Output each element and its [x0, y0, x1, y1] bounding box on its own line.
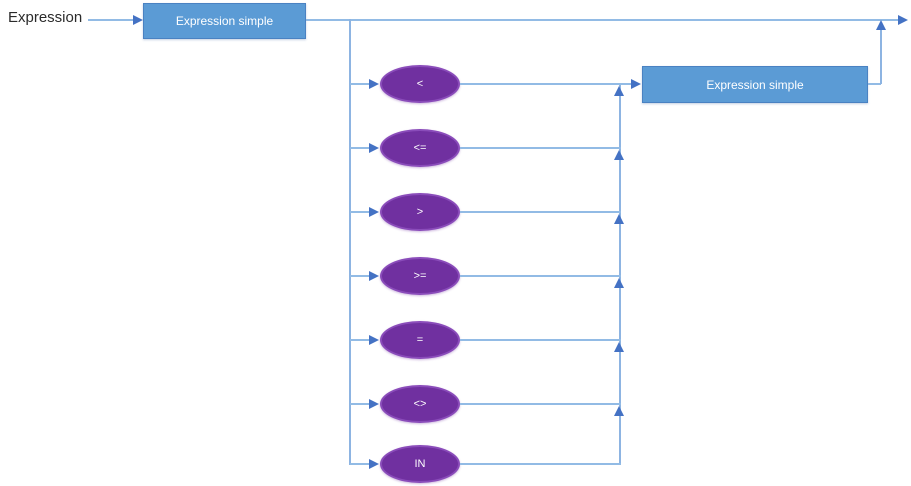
arrow-right-icon — [369, 79, 379, 89]
arrow-right-icon — [898, 15, 908, 25]
connector-line — [460, 403, 621, 405]
arrow-up-icon — [876, 20, 886, 30]
arrow-up-icon — [614, 278, 624, 288]
operator-node-ge: >= — [380, 257, 460, 295]
connector-line — [88, 19, 134, 21]
end-node-label: Expression simple — [706, 77, 804, 92]
operator-label: = — [416, 334, 424, 346]
connector-line — [460, 211, 621, 213]
connector-line — [350, 211, 370, 213]
connector-line — [880, 29, 882, 84]
end-node: Expression simple — [642, 66, 868, 103]
connector-line — [306, 19, 899, 21]
arrow-right-icon — [369, 335, 379, 345]
connector-line — [460, 275, 621, 277]
connector-line — [460, 147, 621, 149]
collector-line — [619, 83, 621, 465]
operator-node-in: IN — [380, 445, 460, 483]
operator-node-eq: = — [380, 321, 460, 359]
connector-line — [868, 83, 881, 85]
arrow-up-icon — [614, 342, 624, 352]
operator-node-le: <= — [380, 129, 460, 167]
connector-line — [350, 403, 370, 405]
arrow-right-icon — [133, 15, 143, 25]
arrow-right-icon — [369, 143, 379, 153]
arrow-right-icon — [369, 207, 379, 217]
start-node: Expression simple — [143, 3, 306, 39]
connector-line — [350, 339, 370, 341]
arrow-up-icon — [614, 214, 624, 224]
operator-label: <> — [413, 398, 427, 410]
branch-line — [349, 19, 351, 465]
arrow-up-icon — [614, 150, 624, 160]
arrow-up-icon — [614, 406, 624, 416]
arrow-up-icon — [614, 86, 624, 96]
operator-label: <= — [413, 142, 427, 154]
operator-label: > — [416, 206, 424, 218]
operator-label: >= — [413, 270, 427, 282]
operator-label: IN — [414, 458, 426, 470]
operator-label: < — [416, 78, 424, 90]
connector-line — [350, 275, 370, 277]
arrow-right-icon — [369, 271, 379, 281]
connector-line — [350, 83, 370, 85]
operator-node-lt: < — [380, 65, 460, 103]
connector-line — [350, 463, 370, 465]
operator-node-gt: > — [380, 193, 460, 231]
start-node-label: Expression simple — [175, 14, 274, 28]
arrow-right-icon — [369, 399, 379, 409]
connector-line — [460, 339, 621, 341]
arrow-right-icon — [369, 459, 379, 469]
connector-line — [460, 463, 621, 465]
connector-line — [460, 83, 632, 85]
diagram-heading: Expression — [8, 9, 83, 26]
arrow-right-icon — [631, 79, 641, 89]
operator-node-ne: <> — [380, 385, 460, 423]
connector-line — [350, 147, 370, 149]
